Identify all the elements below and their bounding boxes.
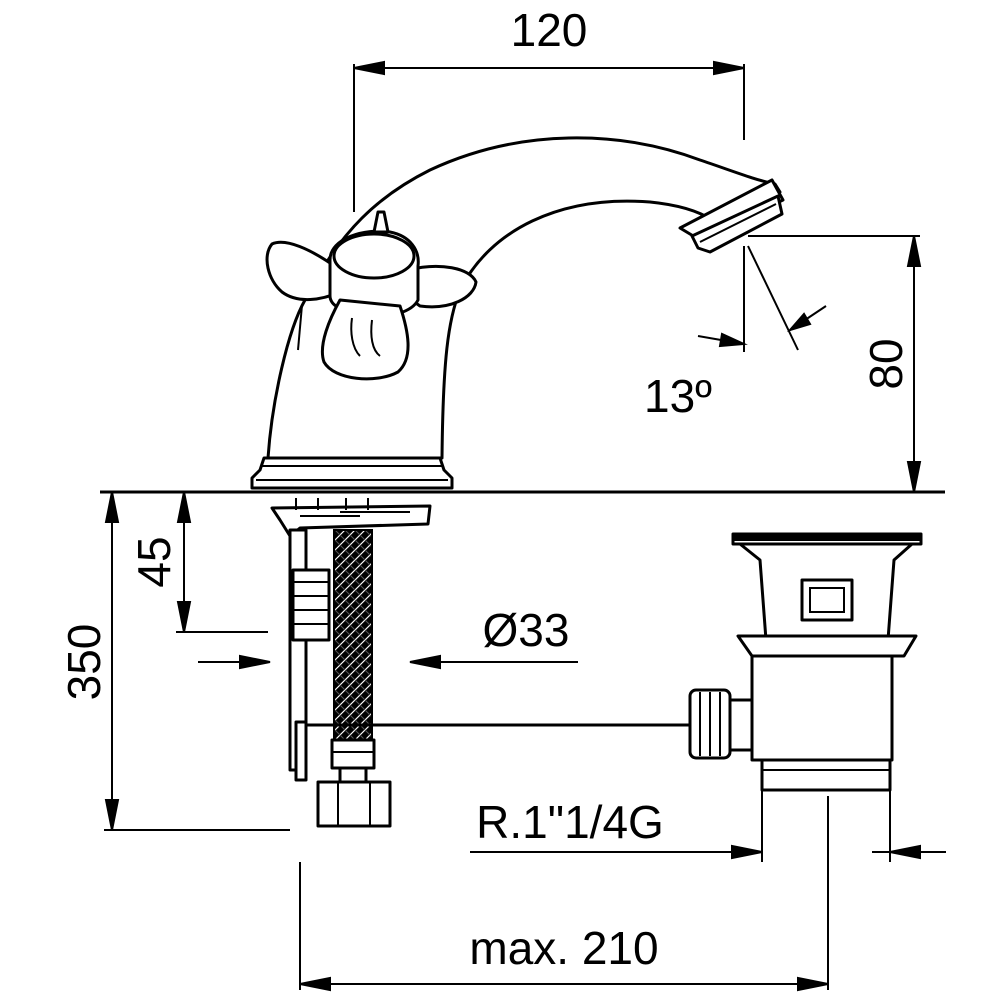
dimension-spout-height: 80 [748, 235, 922, 493]
cross-handle [265, 210, 478, 381]
dimension-waste-thread: R.1"1/4G [470, 790, 946, 862]
dimension-45-label: 45 [128, 536, 180, 587]
braided-hose [316, 529, 392, 828]
dimension-hole-diameter: Ø33 [198, 604, 578, 670]
dimension-max-distance: max. 210 [299, 796, 829, 992]
dimension-spout-angle: 13º [644, 245, 827, 422]
dimension-spout-reach: 120 [353, 4, 745, 212]
dimension-80-label: 80 [860, 338, 912, 389]
dimension-350-label: 350 [58, 624, 110, 701]
dimension-under-deck: 45 [128, 491, 268, 633]
dimension-diameter-label: Ø33 [483, 604, 570, 656]
dimension-thread-label: R.1"1/4G [476, 796, 664, 848]
dimension-13deg-label: 13º [644, 370, 712, 422]
pop-up-waste [688, 532, 923, 792]
dimension-max-210-label: max. 210 [469, 922, 658, 974]
mounting-assembly [270, 498, 432, 538]
faucet-body [250, 136, 785, 490]
threaded-rod [288, 528, 331, 782]
dimension-hose-length: 350 [58, 491, 290, 831]
dimension-120-label: 120 [511, 4, 588, 56]
